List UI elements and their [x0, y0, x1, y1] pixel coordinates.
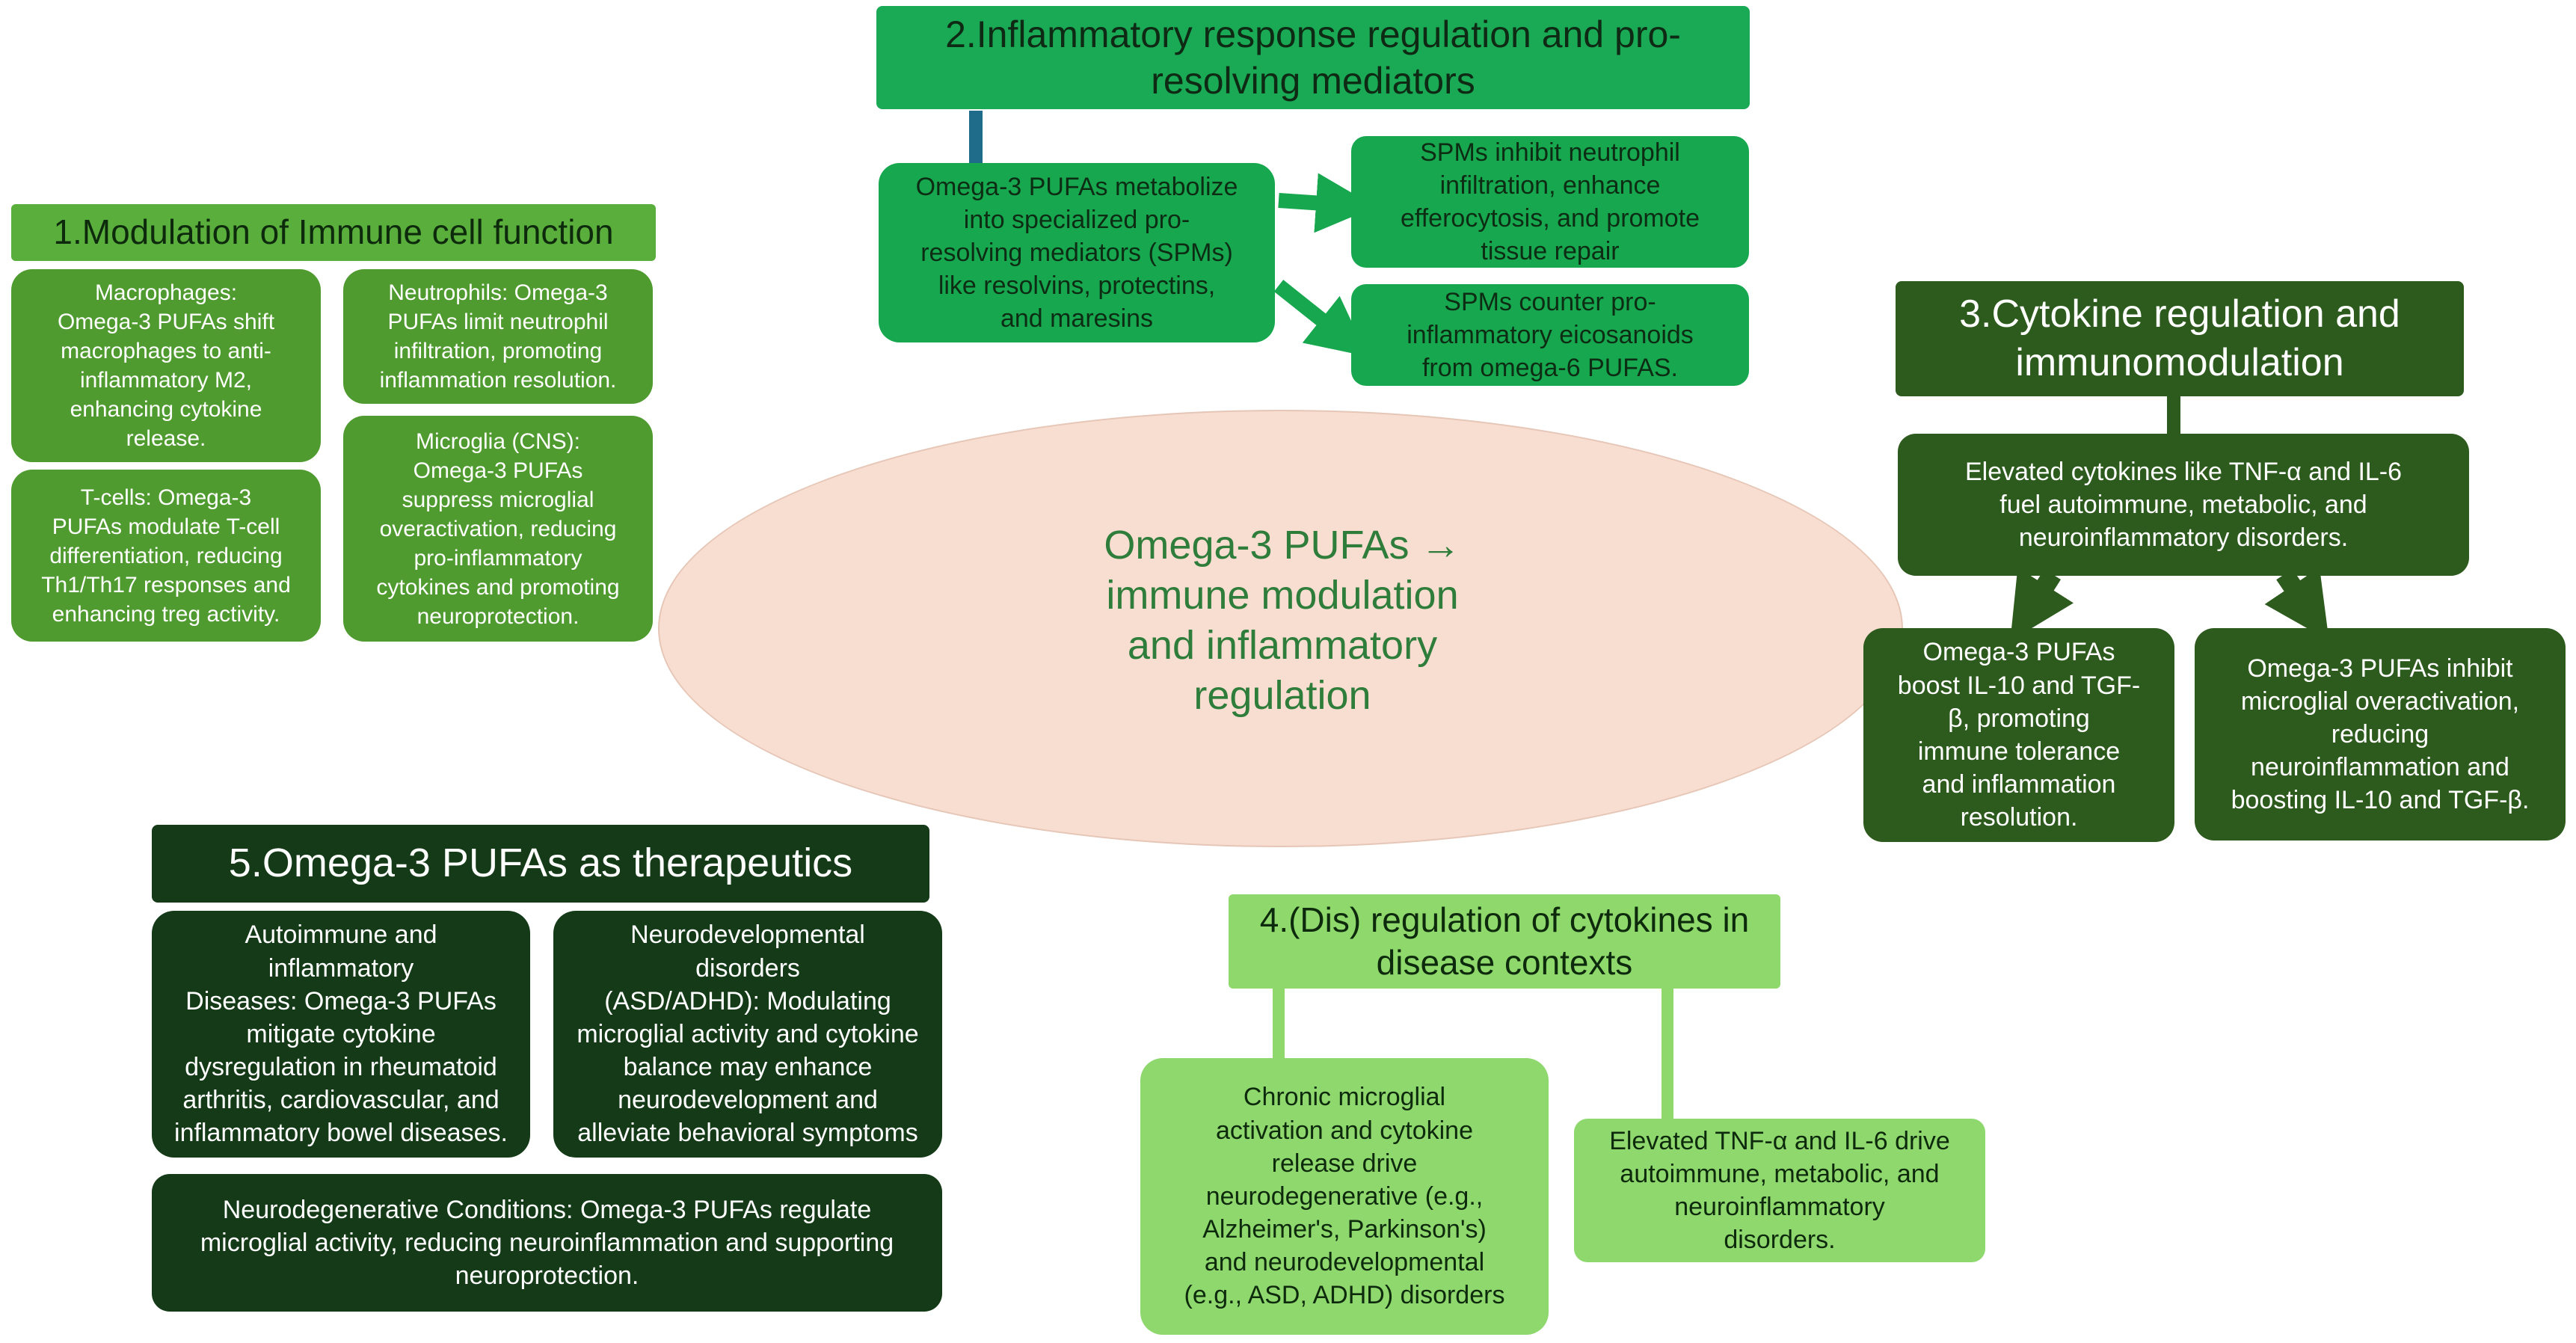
- s4-connector-right: [1662, 987, 1673, 1120]
- s2-title: 2.Inflammatory response regulation and p…: [876, 6, 1750, 109]
- s1-tcells-box: T-cells: Omega-3 PUFAs modulate T-cell d…: [11, 470, 321, 642]
- s2-target-box-2: SPMs counter pro- inflammatory eicosanoi…: [1351, 284, 1749, 386]
- s5-box-autoimmune: Autoimmune and inflammatory Diseases: Om…: [152, 911, 530, 1158]
- s3-title: 3.Cytokine regulation and immunomodulati…: [1896, 281, 2464, 396]
- s4-connector-left: [1273, 987, 1285, 1060]
- s3-main-box: Elevated cytokines like TNF-α and IL-6 f…: [1898, 434, 2469, 576]
- s4-box-2: Elevated TNF-α and IL-6 drive autoimmune…: [1574, 1119, 1985, 1262]
- s3-arrow-right: [2264, 567, 2329, 641]
- s5-box-neurodevelopmental: Neurodevelopmental disorders (ASD/ADHD):…: [553, 911, 942, 1158]
- s5-title: 5.Omega-3 PUFAs as therapeutics: [152, 825, 929, 903]
- s2-target-box-1: SPMs inhibit neutrophil infiltration, en…: [1351, 136, 1749, 268]
- s2-arrow-upper: [1278, 173, 1376, 233]
- s1-macrophages-box: Macrophages: Omega-3 PUFAs shift macroph…: [11, 269, 321, 462]
- s1-neutrophils-box: Neutrophils: Omega-3 PUFAs limit neutrop…: [343, 269, 653, 404]
- s4-box-1: Chronic microglial activation and cytoki…: [1140, 1058, 1549, 1335]
- s3-sub-box-1: Omega-3 PUFAs boost IL-10 and TGF- β, pr…: [1863, 628, 2174, 842]
- s3-sub-box-2: Omega-3 PUFAs inhibit microglial overact…: [2195, 628, 2566, 840]
- s3-vertical-connector: [2167, 395, 2180, 437]
- s1-microglia-box: Microglia (CNS): Omega-3 PUFAs suppress …: [343, 416, 653, 642]
- central-ellipse: [658, 410, 1903, 847]
- s2-source-box: Omega-3 PUFAs metabolize into specialize…: [879, 163, 1275, 342]
- s2-arrow-lower: [1273, 280, 1368, 357]
- central-text: Omega-3 PUFAs → immune modulation and in…: [1104, 523, 1461, 718]
- s5-box-neurodegenerative: Neurodegenerative Conditions: Omega-3 PU…: [152, 1174, 942, 1312]
- s1-title: 1.Modulation of Immune cell function: [11, 204, 656, 261]
- s2-vertical-connector: [969, 111, 983, 163]
- s4-title: 4.(Dis) regulation of cytokines in disea…: [1229, 894, 1780, 989]
- s3-arrow-left: [2010, 567, 2074, 642]
